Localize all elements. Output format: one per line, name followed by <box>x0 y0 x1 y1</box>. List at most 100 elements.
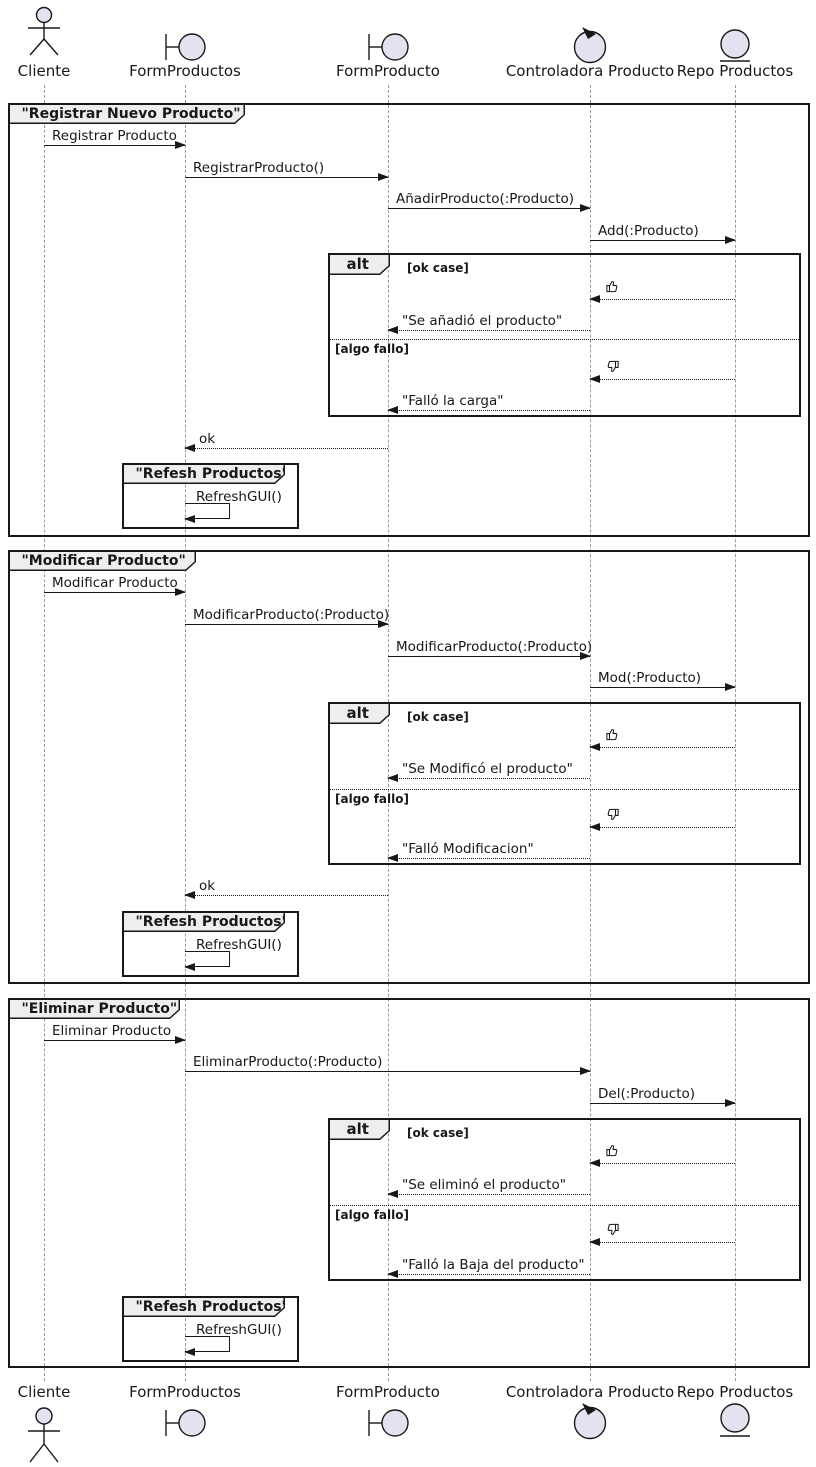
message-label: "Falló Modificacion" <box>402 841 534 857</box>
alt-divider <box>330 339 799 340</box>
entity-icon <box>717 1402 753 1444</box>
actor-icon <box>20 6 68 62</box>
message-arrow: Registrar Producto <box>44 128 186 149</box>
alt-operator: alt <box>330 1120 389 1139</box>
message-label: ok <box>199 878 216 894</box>
return-arrow: "Se añadió el producto" <box>387 313 590 334</box>
boundary-icon <box>162 1406 208 1444</box>
message-label: ModificarProducto(:Producto) <box>193 607 390 623</box>
participant-label-formproducto: FormProducto <box>336 62 440 80</box>
message-label: Registrar Producto <box>52 128 177 144</box>
return-arrow: "Se eliminó el producto" <box>387 1177 590 1198</box>
message-arrow: Add(:Producto) <box>590 223 736 244</box>
alt-fragment: alt [ok case] [algo fallo] <box>328 253 801 417</box>
thumbs-down-icon <box>605 807 620 826</box>
entity-icon <box>717 28 753 68</box>
return-arrow: ok <box>184 431 388 452</box>
message-label: ok <box>199 431 216 447</box>
participant-label-formproducto: FormProducto <box>336 1383 440 1401</box>
return-arrow <box>589 808 735 831</box>
alt-fragment: alt [ok case] [algo fallo] <box>328 1118 801 1281</box>
self-message-arrow <box>184 951 230 971</box>
boundary-icon <box>365 1406 411 1444</box>
control-icon <box>572 26 608 70</box>
message-label: Mod(:Producto) <box>598 670 702 686</box>
self-message-arrow <box>184 1336 230 1356</box>
frame-refresh-productos: "Refesh Productos" RefreshGUI() <box>122 463 299 529</box>
message-arrow: Mod(:Producto) <box>590 670 736 691</box>
frame-modificar-producto: "Modificar Producto" <box>8 550 810 984</box>
frame-title: "Refesh Productos" <box>124 913 284 931</box>
return-arrow: "Se Modificó el producto" <box>387 761 590 782</box>
message-label: AñadirProducto(:Producto) <box>396 191 575 207</box>
return-arrow: "Falló Modificacion" <box>387 841 590 862</box>
message-arrow: Eliminar Producto <box>44 1023 186 1044</box>
message-label: "Falló la Baja del producto" <box>402 1257 585 1273</box>
thumbs-up-icon <box>605 279 620 298</box>
lifeline-formproductos <box>185 85 186 1381</box>
guard-ok: [ok case] <box>407 710 469 724</box>
lifeline-formproducto <box>388 85 389 1381</box>
message-label: Add(:Producto) <box>598 223 699 239</box>
alt-operator: alt <box>330 704 389 723</box>
participant-label-formproductos: FormProductos <box>129 1383 241 1401</box>
alt-fragment: alt [ok case] [algo fallo] <box>328 702 801 865</box>
return-arrow <box>589 1223 735 1246</box>
participant-label-cliente: Cliente <box>17 62 71 80</box>
actor-icon <box>20 1404 68 1467</box>
frame-registrar-nuevo-producto: "Registrar Nuevo Producto" <box>8 103 810 537</box>
control-icon <box>572 1402 608 1446</box>
message-arrow: ModificarProducto(:Producto) <box>388 639 592 660</box>
message-arrow: Modificar Producto <box>44 575 186 596</box>
frame-title: "Eliminar Producto" <box>10 1000 179 1018</box>
message-label: RegistrarProducto() <box>193 160 325 176</box>
message-label: "Se eliminó el producto" <box>402 1177 566 1193</box>
message-label: RefreshGUI() <box>196 937 282 953</box>
lifeline-controladora <box>590 85 591 1381</box>
frame-title: "Modificar Producto" <box>10 552 195 570</box>
message-label: EliminarProducto(:Producto) <box>193 1054 383 1070</box>
return-arrow: ok <box>184 878 388 899</box>
return-arrow <box>589 1145 735 1167</box>
message-arrow: EliminarProducto(:Producto) <box>185 1054 591 1075</box>
alt-divider <box>330 789 799 790</box>
frame-title: "Refesh Productos" <box>124 1298 284 1316</box>
message-label: Del(:Producto) <box>598 1086 696 1102</box>
message-label: RefreshGUI() <box>196 1322 282 1338</box>
self-message-arrow <box>184 503 230 523</box>
guard-fail: [algo fallo] <box>335 792 409 806</box>
message-arrow: RegistrarProducto() <box>185 160 389 181</box>
thumbs-down-icon <box>605 1222 620 1241</box>
guard-ok: [ok case] <box>407 1126 469 1140</box>
frame-title: "Registrar Nuevo Producto" <box>10 105 244 123</box>
boundary-icon <box>365 32 411 66</box>
thumbs-up-icon <box>605 1143 620 1162</box>
alt-operator: alt <box>330 255 389 274</box>
return-arrow: "Falló la carga" <box>387 393 590 414</box>
message-label: "Se añadió el producto" <box>402 313 563 329</box>
guard-fail: [algo fallo] <box>335 342 409 356</box>
message-label: "Falló la carga" <box>402 393 504 409</box>
frame-refresh-productos: "Refesh Productos" RefreshGUI() <box>122 911 299 977</box>
thumbs-down-icon <box>605 359 620 378</box>
message-label: RefreshGUI() <box>196 489 282 505</box>
message-arrow: AñadirProducto(:Producto) <box>388 191 591 212</box>
participant-label-cliente: Cliente <box>17 1383 71 1401</box>
frame-eliminar-producto: "Eliminar Producto" <box>8 998 810 1368</box>
boundary-icon <box>162 32 208 66</box>
message-arrow: Del(:Producto) <box>590 1086 736 1107</box>
message-label: "Se Modificó el producto" <box>402 761 573 777</box>
return-arrow: "Falló la Baja del producto" <box>387 1257 590 1278</box>
message-label: ModificarProducto(:Producto) <box>396 639 593 655</box>
participant-label-repo: Repo Productos <box>676 1383 794 1401</box>
participant-label-repo: Repo Productos <box>676 62 794 80</box>
frame-title: "Refesh Productos" <box>124 465 284 483</box>
message-label: Eliminar Producto <box>52 1023 172 1039</box>
lifeline-repo <box>735 85 736 1381</box>
message-arrow: ModificarProducto(:Producto) <box>185 607 389 628</box>
frame-refresh-productos: "Refesh Productos" RefreshGUI() <box>122 1296 299 1362</box>
return-arrow <box>589 729 735 751</box>
message-label: Modificar Producto <box>52 575 178 591</box>
return-arrow <box>589 360 735 383</box>
